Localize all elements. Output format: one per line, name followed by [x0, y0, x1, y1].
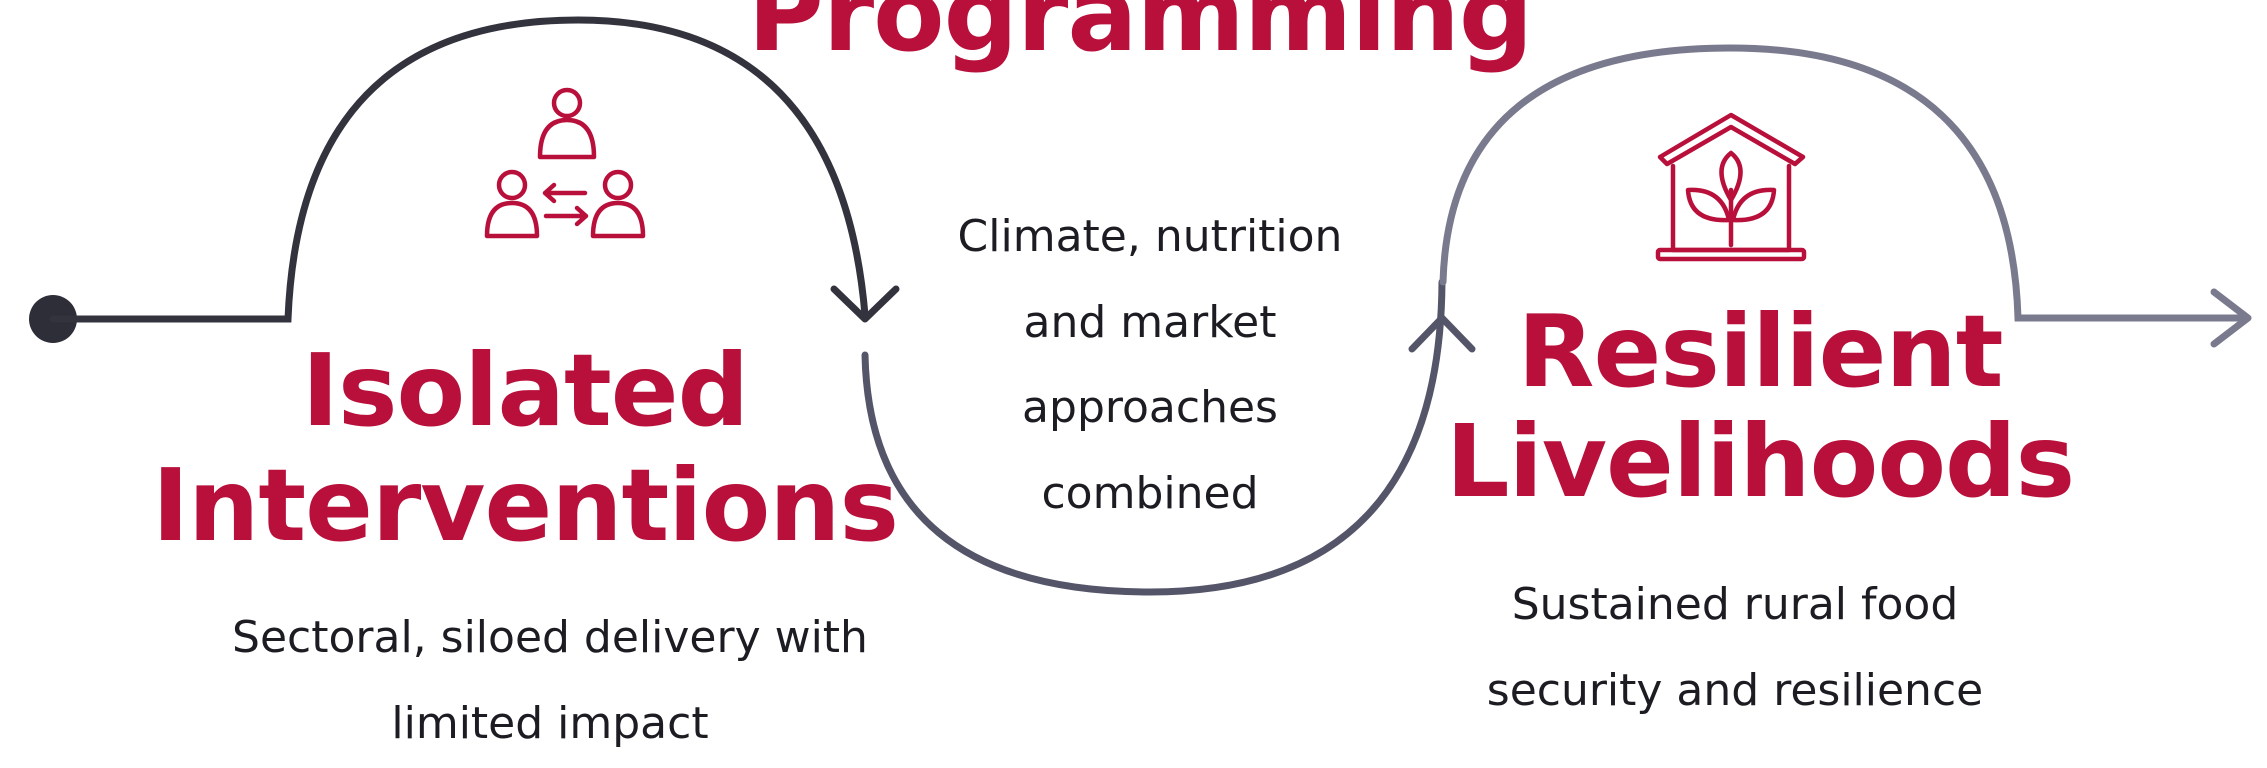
flow-path-segment-2 — [861, 278, 1446, 596]
flow-path-segment-1 — [49, 16, 869, 323]
flow-path-segment-3 — [1439, 44, 2249, 322]
stage-2-description-line-1: Climate, nutrition — [957, 211, 1343, 262]
stage-3-description-line-1: Sustained rural food — [1511, 579, 1959, 630]
stage-2-description-line-2: and market — [1023, 297, 1277, 348]
stage-3-description-line-2: security and resilience — [1486, 665, 1984, 716]
stage-1-title-line-1: Isolated — [301, 332, 749, 449]
house-with-plant-icon — [1655, 112, 1807, 262]
stage-1-title-line-2: Interventions — [151, 447, 899, 564]
end-arrowhead — [2210, 288, 2252, 348]
stage-2-description-line-4: combined — [1041, 468, 1259, 519]
stage-1-description-line-1: Sectoral, siloed delivery with — [232, 612, 868, 663]
stage-3-title-line-1: Resilient — [1517, 293, 2004, 410]
people-exchange-icon — [484, 87, 646, 239]
stage-3-title-line-2: Livelihoods — [1445, 403, 2075, 520]
diagram-title: Programming — [747, 0, 1534, 75]
down-arrowhead — [830, 285, 900, 323]
up-arrowhead — [1408, 314, 1476, 353]
stage-2-description-line-3: approaches — [1022, 382, 1278, 433]
stage-1-description-line-2: limited impact — [391, 698, 709, 749]
